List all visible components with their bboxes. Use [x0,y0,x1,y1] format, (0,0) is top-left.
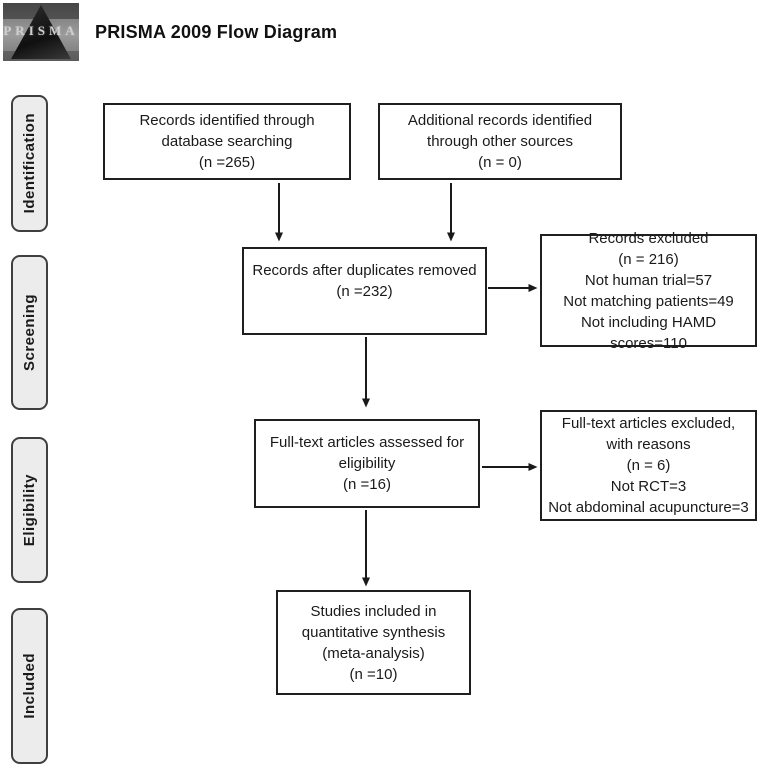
box-additional-records: Additional records identified through ot… [378,103,622,180]
box-records-excluded: Records excluded (n = 216) Not human tri… [540,230,757,352]
box-fulltext-assessed: Full-text articles assessed for eligibil… [254,419,480,508]
box-fulltext-excluded: Full-text articles excluded, with reason… [540,410,757,521]
box-records-identified: Records identified through database sear… [103,103,351,180]
box-records-after-duplicates: Records after duplicates removed (n =232… [242,247,487,335]
stage-label-eligibility: Eligibility [11,437,48,583]
stage-label-text: Eligibility [21,473,38,547]
stage-label-text: Included [21,653,38,719]
stage-label-identification: Identification [11,95,48,232]
prisma-logo: PRISMA [3,3,79,61]
stage-label-screening: Screening [11,255,48,410]
box-studies-included: Studies included in quantitative synthes… [276,590,471,695]
stage-label-text: Identification [21,113,38,214]
stage-label-text: Screening [21,293,38,372]
logo-wordmark: PRISMA [3,23,79,38]
stage-label-included: Included [11,608,48,764]
page-title: PRISMA 2009 Flow Diagram [95,22,338,42]
